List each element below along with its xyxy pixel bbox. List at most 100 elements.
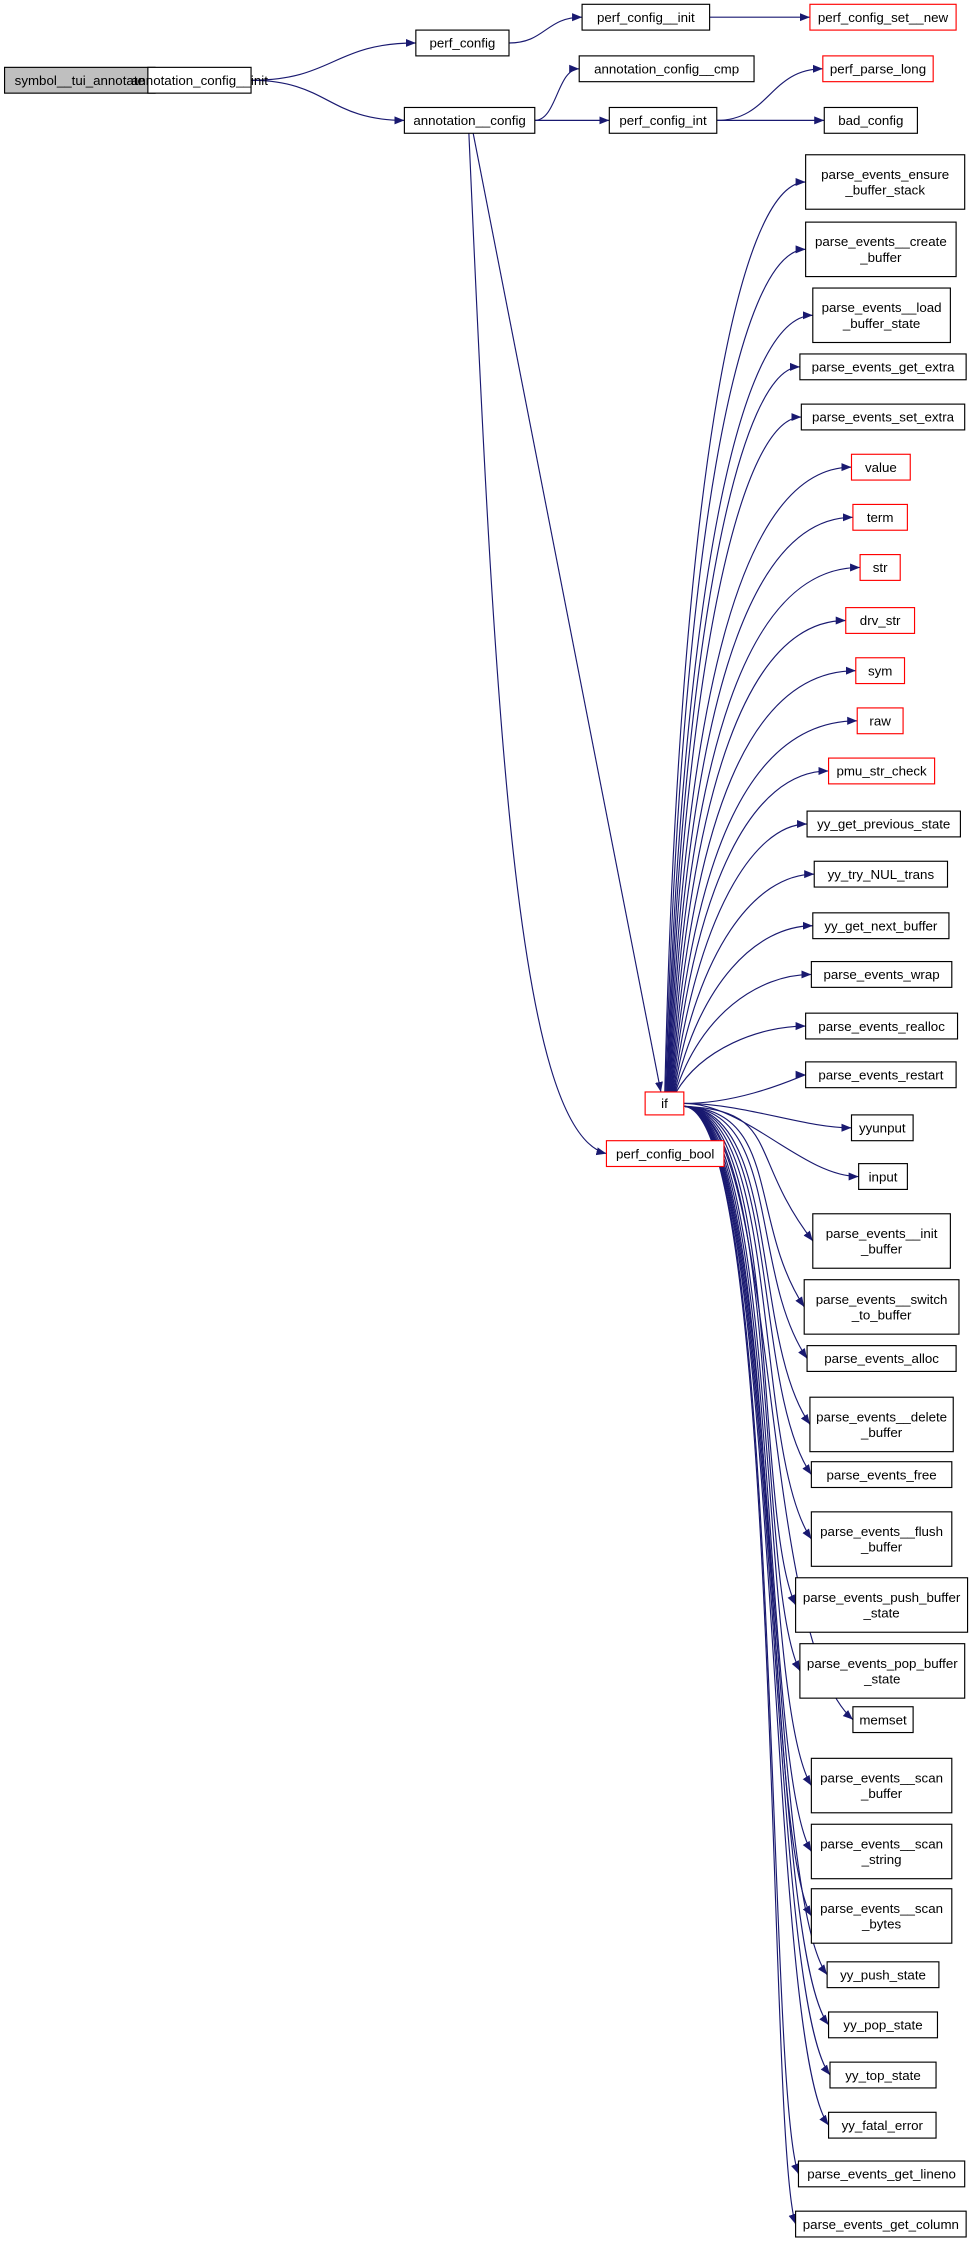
node-pc[interactable]: perf_config [415,29,510,57]
node-label: parse_events_alloc [824,1351,939,1366]
node-r2[interactable]: parse_events__load_buffer_state [812,287,951,344]
edge-if-to-r6 [668,513,853,1093]
node-r10[interactable]: raw [856,707,904,735]
node-r33[interactable]: yy_pop_state [827,2011,939,2039]
node-label: parse_events_ensure [821,167,949,182]
node-r17[interactable]: parse_events_restart [805,1061,957,1089]
node-r35[interactable]: yy_fatal_error [827,2111,937,2139]
edge-ac-to-acc [534,64,580,121]
node-label: yy_top_state [845,2068,921,2083]
node-label: _buffer [860,1242,903,1257]
node-label: parse_events__scan [820,1770,943,1785]
node-pcsn[interactable]: perf_config_set__new [809,3,957,31]
node-r3[interactable]: parse_events_get_extra [799,353,967,381]
edge-if-to-r21 [683,1105,805,1308]
node-r28[interactable]: memset [852,1706,914,1734]
node-box [827,757,936,785]
node-box [812,912,950,940]
node-label: memset [859,1712,907,1727]
node-label: _bytes [861,1917,902,1932]
edge-if-to-r0 [664,178,806,1092]
node-box [810,1757,953,1814]
node-r25[interactable]: parse_events__flush_buffer [810,1511,953,1567]
node-r6[interactable]: term [852,503,908,531]
edge-if-to-r5 [668,463,852,1092]
node-label: parse_events_realloc [818,1019,945,1034]
node-box [809,1396,954,1453]
node-r7[interactable]: str [859,554,901,581]
node-r26[interactable]: parse_events_push_buffer_state [795,1577,969,1633]
node-label: parse_events_set_extra [812,410,955,425]
node-r18[interactable]: yyunput [850,1114,914,1142]
edges-layer [147,13,861,2225]
node-r37[interactable]: parse_events_get_column [795,2210,967,2238]
node-r31[interactable]: parse_events__scan_bytes [810,1888,953,1944]
node-label: perf_config__init [597,10,695,25]
node-r13[interactable]: yy_try_NUL_trans [813,860,949,888]
node-r24[interactable]: parse_events_free [810,1461,953,1489]
node-r29[interactable]: parse_events__scan_buffer [810,1757,953,1814]
node-label: value [865,460,897,475]
node-r19[interactable]: input [858,1163,908,1190]
node-label: _state [863,1672,900,1687]
node-acc[interactable]: annotation_config__cmp [578,55,755,83]
node-label: yy_get_next_buffer [824,918,938,933]
node-box [3,66,156,94]
node-r23[interactable]: parse_events__delete_buffer [809,1396,954,1453]
node-label: parse_events__create [815,234,947,249]
node-r9[interactable]: sym [855,657,906,685]
node-r36[interactable]: parse_events_get_lineno [797,2160,966,2188]
node-r12[interactable]: yy_get_previous_state [806,810,961,838]
node-r27[interactable]: parse_events_pop_buffer_state [799,1643,966,1699]
node-bc[interactable]: bad_config [823,106,918,134]
node-label: _state [862,1606,899,1621]
node-label: parse_events_wrap [823,967,939,982]
node-label: yyunput [859,1121,906,1136]
node-r11[interactable]: pmu_str_check [827,757,936,785]
node-r14[interactable]: yy_get_next_buffer [812,912,950,940]
node-if[interactable]: if [644,1091,685,1116]
node-r34[interactable]: yy_top_state [829,2061,937,2089]
node-box [822,55,934,83]
node-r4[interactable]: parse_events_set_extra [800,403,966,431]
node-r8[interactable]: drv_str [845,607,916,634]
node-label: yy_get_previous_state [817,817,950,832]
node-box [829,2061,937,2089]
node-pcb[interactable]: perf_config_bool [605,1140,725,1168]
node-box [805,1061,957,1089]
node-pci[interactable]: perf_config__init [581,3,711,31]
node-label: perf_config_int [619,113,707,128]
node-r16[interactable]: parse_events_realloc [805,1012,959,1040]
node-r32[interactable]: yy_push_state [826,1961,940,1989]
node-box [803,1279,960,1335]
node-label: annotation_config__cmp [594,62,739,77]
node-r30[interactable]: parse_events__scan_string [810,1823,953,1880]
node-ppl[interactable]: perf_parse_long [822,55,934,83]
node-box [826,1961,940,1989]
node-box [810,960,953,988]
edge-if-to-r14 [674,921,813,1093]
node-r21[interactable]: parse_events__switch_to_buffer [803,1279,960,1335]
node-root[interactable]: symbol__tui_annotate [3,66,156,94]
node-box [845,607,916,634]
node-label: raw [869,714,891,729]
node-box [578,55,755,83]
node-box [795,1577,969,1633]
edge-if-to-r17 [683,1070,806,1105]
node-box [827,2111,937,2139]
node-r20[interactable]: parse_events__init_buffer [812,1213,951,1269]
node-box [850,453,911,481]
edge-if-to-r8 [670,616,846,1093]
node-r22[interactable]: parse_events_alloc [806,1345,957,1372]
node-r1[interactable]: parse_events__create_buffer [805,221,957,278]
node-ac[interactable]: annotation__config [403,106,536,134]
edge-if-to-r37 [683,1105,797,2225]
nodes-layer: symbol__tui_annotateannotation_config__i… [3,3,969,2238]
node-aci[interactable]: annotation_config__init [131,66,268,94]
node-r15[interactable]: parse_events_wrap [810,960,953,988]
node-label: _buffer [860,1540,903,1555]
node-pcint[interactable]: perf_config_int [608,106,718,134]
node-r0[interactable]: parse_events_ensure_buffer_stack [805,154,966,210]
node-label: parse_events_pop_buffer [807,1656,958,1671]
node-r5[interactable]: value [850,453,911,481]
